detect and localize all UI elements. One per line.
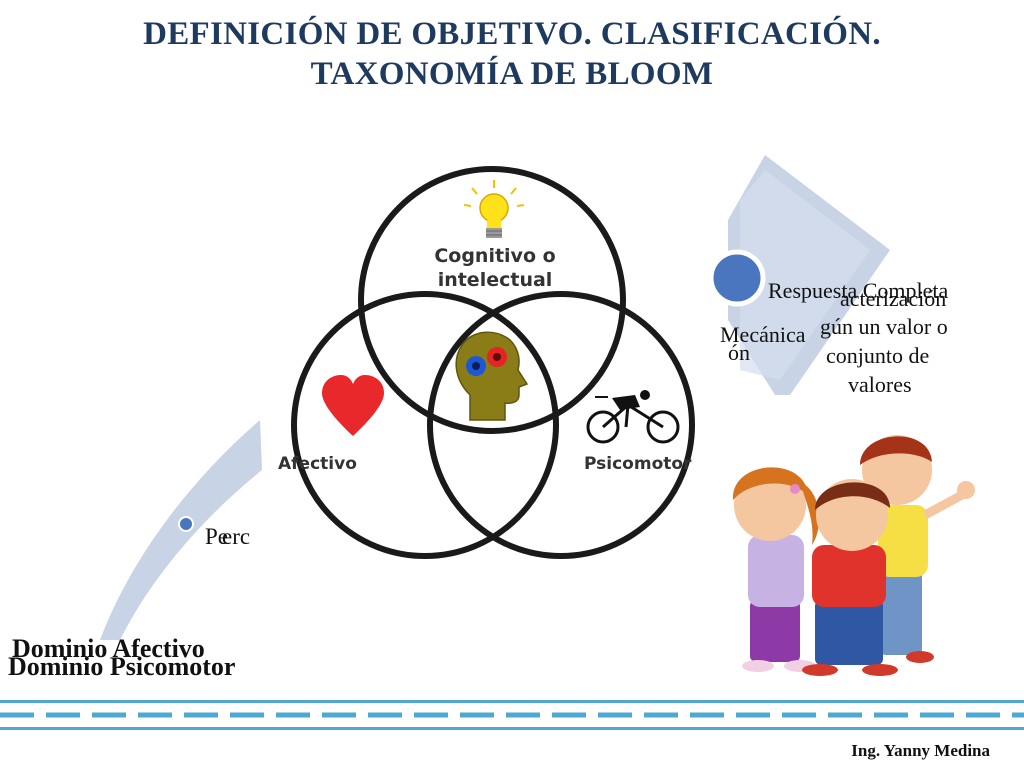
left-text-erc: erc (222, 524, 251, 549)
venn-label-cognitive: Cognitivo o intelectual (420, 244, 570, 292)
footer-stripe-top (0, 700, 1024, 703)
venn-label-cognitive-line1: Cognitivo o (434, 245, 556, 267)
right-text-caracterizacion: acterización (840, 286, 947, 311)
venn-label-cognitive-line2: intelectual (437, 269, 553, 291)
title-line-2: TAXONOMÍA DE BLOOM (310, 56, 714, 92)
venn-circle-affective (291, 291, 559, 559)
venn-circle-cognitive (358, 166, 626, 434)
venn-label-affective: Afectivo (278, 454, 357, 474)
title-line-1: DEFINICIÓN DE OBJETIVO. CLASIFICACIÓN. (143, 16, 881, 52)
footer-stripe-bottom (0, 727, 1024, 730)
left-bullet-dot (178, 516, 194, 532)
right-text-mecanica: Mecánica (720, 322, 806, 347)
author-name: Ing. Yanny Medina (851, 741, 990, 760)
venn-label-psychomotor: Psicomotor (584, 454, 692, 474)
right-text-respuesta: Respuesta Completa (768, 278, 949, 303)
head-gears-icon (455, 331, 529, 421)
right-text-valor: gún un valor o (820, 314, 948, 339)
slide-title: DEFINICIÓN DE OBJETIVO. CLASIFICACIÓN. T… (0, 14, 1024, 94)
right-bullet-circle (708, 249, 766, 307)
right-text-on: ón (728, 340, 750, 365)
domain-label-afectivo: Dominio Afectivo (12, 634, 205, 663)
domain-label-psicomotor: Dominio Psicomotor (8, 652, 236, 681)
lightbulb-icon (463, 180, 525, 238)
left-text-pe: Pe (205, 524, 228, 549)
heart-icon (322, 375, 384, 436)
cyclist-icon (586, 390, 680, 444)
right-text-conjunto: conjunto de (826, 343, 930, 368)
right-text-valores: valores (848, 372, 912, 397)
right-arrow-inner (740, 170, 870, 380)
children-illustration (732, 435, 975, 676)
venn-circle-psychomotor (427, 291, 695, 559)
